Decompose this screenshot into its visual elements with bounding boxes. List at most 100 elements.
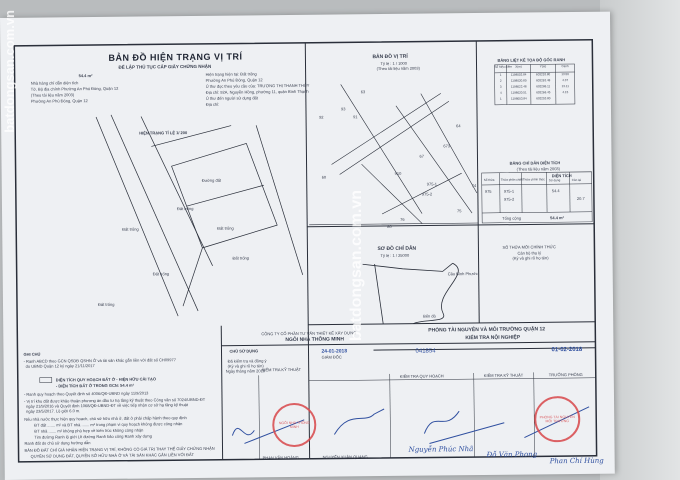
- info-text: Tờ, Bộ địa chính Phường An Phú Đông, Quậ…: [30, 85, 119, 92]
- document-linework: [13, 39, 598, 463]
- signer-name: NGUYỄN XUÂN QUANG: [322, 454, 368, 460]
- parcel-number: 75: [457, 208, 462, 214]
- parcel-number: 76: [400, 216, 405, 222]
- office-name: PHÒNG TÀI NGUYÊN VÀ MÔI TRƯỜNG QUẬN 12: [428, 326, 546, 334]
- director-label: GIÁM ĐỐC: [321, 354, 342, 360]
- stamp-text: NGÔI NHÀ THÔNG MINH: [278, 420, 310, 429]
- header-cell: X(m): [515, 64, 522, 69]
- company-stamp: NGÔI NHÀ THÔNG MINH: [272, 402, 317, 448]
- land-map-document: BẢN ĐỒ HIỆN TRẠNG VỊ TRÍ ĐỂ LẬP THỦ TỤC …: [0, 11, 615, 480]
- center-divider: [304, 42, 311, 459]
- signature-name: Phan Chí Hùng: [549, 456, 604, 466]
- parcel-number: 60: [321, 174, 327, 180]
- parcel-number: 910: [394, 170, 402, 176]
- header-cell: Cạnh: [561, 64, 569, 69]
- parcel-lines: [95, 114, 304, 317]
- parcel-number: 975-2: [421, 191, 433, 197]
- note-line: Ranh đất do chủ sử dụng hướng dẫn: [24, 440, 91, 446]
- coords-cell: 1198003.84: [511, 96, 527, 101]
- notes-heading: GHI CHÚ: [23, 351, 41, 357]
- parcel-number: 673: [443, 143, 451, 149]
- map-label: Đất trống: [176, 205, 194, 212]
- header-cell: Sử dụng: [548, 178, 561, 183]
- map-label: Đất trống: [122, 226, 139, 232]
- check-label: KIỂM TRA KỸ THUẬT: [261, 366, 302, 373]
- outer-border: [13, 39, 598, 463]
- parcel-number: 64: [456, 123, 461, 129]
- coords-cell: [556, 96, 575, 102]
- coords-table: Số hiệu điểm X(m) Y(m) Cạnh 1 1198003.84 6…: [495, 64, 575, 103]
- area-cell: 975: [484, 188, 492, 194]
- office-subtitle: KIỂM TRA NỘI NGHIỆP: [465, 334, 521, 342]
- parcel-number: 63: [360, 89, 366, 95]
- info-text: Nhà hàng chỉ dẫn diện tích: [30, 80, 79, 86]
- area-total-label: Tổng cộng: [502, 215, 522, 221]
- office-col-label: KIỂM TRA QUY HOẠCH: [399, 373, 444, 379]
- info-text: Phường An Phú Đông, Quận 12: [205, 77, 263, 83]
- watermark: batdongsan.com.vn: [2, 10, 17, 133]
- watermark: batdongsan.com.vn: [348, 190, 365, 342]
- main-parcel: [171, 142, 278, 249]
- coords-cell: 1: [500, 96, 502, 101]
- stamp-text: PHÒNG TÀI NGUYÊN MÔI TRƯỜNG: [539, 415, 575, 424]
- area-cell: 975-2: [503, 196, 515, 202]
- header-cell: Số hiệu điểm: [494, 64, 513, 69]
- note-line: DIỆN TÍCH QUY HOẠCH ĐẤT Ở - HIỆN HỮU CẢI…: [55, 376, 157, 383]
- location-map-title: BẢN ĐỒ VỊ TRÍ: [372, 53, 408, 61]
- signer-name: PHAN VĂN HOÀNG: [262, 454, 299, 461]
- header-cell: Còn lại: [571, 177, 582, 183]
- signature-name: Đỗ Văn Phong: [486, 450, 538, 459]
- parcel-number: 91: [353, 114, 358, 120]
- document-title: BẢN ĐỒ HIỆN TRẠNG VỊ TRÍ: [108, 51, 243, 63]
- parcel-number: 975-1: [426, 181, 438, 187]
- right-divider: [475, 41, 480, 324]
- new-parcel-text: (Ký và ghi rõ họ tên): [512, 255, 549, 261]
- info-text: Hiện trạng hiện tại: Đất trống: [205, 71, 257, 77]
- company-name-2: NGÔI NHÀ THÔNG MINH: [285, 336, 345, 344]
- note-line: ngày 23/5/2017. Lộ giới 6.0 m.: [26, 408, 81, 414]
- office-date: 01-02-2018: [551, 346, 583, 354]
- office-col-label: KIỂM TRA KỸ THUẬT: [483, 372, 524, 378]
- company-name: CÔNG TY CỔ PHẦN TƯ VẤN THIẾT KẾ XÂY DỰNG: [261, 330, 357, 337]
- location-map-lines: [309, 84, 479, 226]
- parcel-number: 67: [419, 153, 424, 159]
- parcel-number: 93: [340, 106, 346, 112]
- parcel-number: 80: [387, 223, 392, 229]
- header-cell: Thửa chính thức: [522, 177, 545, 182]
- scale-label: HIỆN TRẠNG TỈ LỆ 1/ 200: [139, 130, 188, 136]
- note-line: do UBND Quận 12 ký ngày 21/11/2017: [25, 363, 95, 369]
- coords-cell: 603253.80: [536, 96, 551, 101]
- header-cell: Y(m): [539, 64, 547, 69]
- signature-name: Nguyễn Phúc Nhã: [408, 445, 474, 454]
- map-label: Đất trống: [152, 271, 170, 277]
- guide-map-label: Bến đò: [423, 313, 436, 319]
- area-value: 54.4 m²: [78, 73, 93, 79]
- area-total-value: 54.4 m²: [550, 215, 564, 221]
- guide-map-lines: [362, 262, 459, 325]
- map-label: Đường đất: [201, 177, 222, 183]
- note-line: - DIỆN TÍCH ĐẤT Ở TRONG GCN: 54.4 m²: [55, 382, 134, 389]
- info-text: Địa chỉ:: [205, 101, 220, 107]
- guide-map-label: Cầu Bình Phước: [447, 271, 478, 277]
- info-text: (Theo tài liệu năm 2003): [30, 92, 75, 98]
- area-table-title: BẢNG CHỈ DẪN DIỆN TÍCH: [509, 160, 561, 166]
- info-text: Phường An Phú Đông, Quận 12: [30, 98, 88, 104]
- area-cell: 20.7: [576, 195, 585, 201]
- owner-date: Ngày tháng năm 2018: [225, 368, 266, 374]
- coords-table-title: BẢNG LIỆT KÊ TỌA ĐỘ GÓC RANH: [497, 57, 566, 63]
- office-stamp: PHÒNG TÀI NGUYÊN MÔI TRƯỜNG: [533, 395, 581, 443]
- coords-row: 1 1198003.84 603253.80: [495, 96, 575, 103]
- office-number: 041854: [415, 348, 436, 355]
- header-cell: Thửa phân chiết: [500, 177, 523, 182]
- area-cell: 54.4: [551, 188, 560, 194]
- location-map-source: (Theo tài liệu năm 2003): [376, 65, 420, 72]
- map-label: Đất trống: [232, 255, 250, 261]
- map-label: Đất trống: [217, 225, 234, 231]
- area-cell: 975-1: [503, 188, 515, 194]
- parcel-number: 74: [471, 183, 477, 189]
- guide-map-scale: Tỷ lệ : 1 / 25000: [380, 252, 410, 259]
- owner-title: CHỦ SỬ DỤNG: [229, 348, 259, 354]
- info-text: Ủ thư đến người sử dụng đất: [205, 95, 258, 101]
- parcel-number: 92: [319, 114, 324, 120]
